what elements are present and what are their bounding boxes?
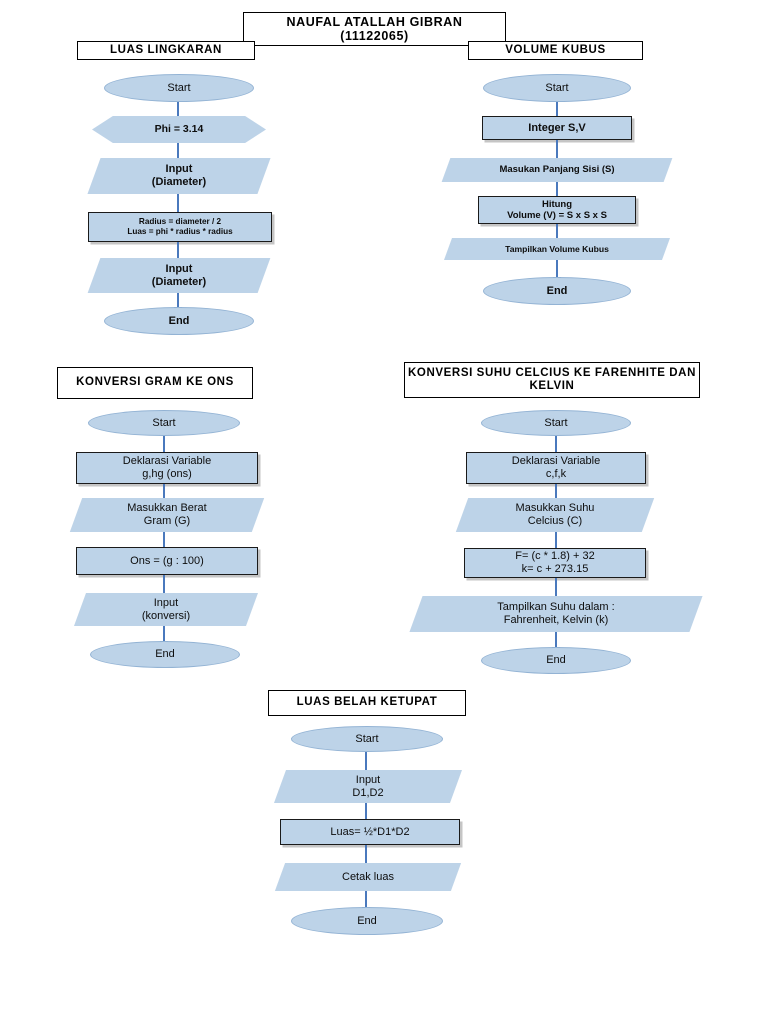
connector [163,532,166,547]
node-process-radius-luas: Radius = diameter / 2 Luas = phi * radiu… [88,212,272,242]
connector [555,436,558,452]
node-formula-fahrenheit-kelvin: F= (c * 1.8) + 32 k= c + 273.15 [464,548,646,578]
node-end-volume-kubus: End [483,277,631,305]
node-tampilkan-suhu: Tampilkan Suhu dalam : Fahrenheit, Kelvi… [416,596,696,632]
connector [556,140,559,158]
flowchart-title-konversi-suhu: KONVERSI SUHU CELCIUS KE FARENHITE DAN K… [404,362,700,398]
connector [177,143,180,158]
node-label: Start [544,416,568,429]
node-label: Deklarasi Variable c,f,k [511,455,601,480]
connector [365,803,368,819]
connector [556,260,559,277]
node-label: End [155,648,175,661]
node-label: Input D1,D2 [352,773,384,799]
connector [163,626,166,641]
connector [177,293,180,307]
node-input-diameter-2: Input (Diameter) [94,258,264,293]
node-ons-formula: Ons = (g : 100) [76,547,258,575]
node-label: Start [167,81,191,94]
node-input-konversi: Input (konversi) [80,593,252,626]
node-luas-formula: Luas= ½*D1*D2 [280,819,460,845]
node-label: Masukkan Suhu Celcius (C) [515,502,595,527]
flowchart-title-luas-belah-ketupat: LUAS BELAH KETUPAT [268,690,466,716]
node-start-konversi-gram: Start [88,410,240,436]
node-label: Input (Diameter) [151,163,207,188]
student-header-plate: NAUFAL ATALLAH GIBRAN (11122065) [243,12,506,46]
node-label: Phi = 3.14 [154,123,204,136]
node-label: Integer S,V [528,121,586,134]
node-start-belah-ketupat: Start [291,726,443,752]
node-label: Hitung Volume (V) = S x S x S [507,198,607,221]
node-label: End [168,314,190,327]
node-cetak-luas: Cetak luas [280,863,456,891]
connector [177,194,180,212]
node-end-konversi-suhu: End [481,647,631,674]
connector [556,224,559,238]
node-label: Tampilkan Volume Kubus [505,243,609,254]
node-start-konversi-suhu: Start [481,410,631,436]
node-label: Tampilkan Suhu dalam : Fahrenheit, Kelvi… [497,601,615,626]
node-masukkan-berat-gram: Masukkan Berat Gram (G) [76,498,258,532]
connector [163,575,166,593]
node-label: Start [152,416,176,429]
connector [555,578,558,596]
connector [365,845,368,863]
connector [555,632,558,647]
node-label: Masukan Panjang Sisi (S) [499,164,615,176]
node-label: Masukkan Berat Gram (G) [127,502,207,527]
node-end-luas-lingkaran: End [104,307,254,335]
node-deklarasi-variable-suhu: Deklarasi Variable c,f,k [466,452,646,484]
node-hitung-volume: Hitung Volume (V) = S x S x S [478,196,636,224]
node-label: Deklarasi Variable g,hg (ons) [122,455,212,480]
flowchart-title-volume-kubus: VOLUME KUBUS [468,41,643,60]
node-masukan-panjang-sisi: Masukan Panjang Sisi (S) [446,158,668,182]
connector [177,242,180,258]
node-label: Cetak luas [342,870,394,883]
node-start-volume-kubus: Start [483,74,631,102]
node-label: End [546,284,568,297]
connector [365,891,368,907]
node-start-luas-lingkaran: Start [104,74,254,102]
node-label: Start [545,81,569,94]
node-label: Input (Diameter) [151,262,207,288]
node-input-d1-d2: Input D1,D2 [280,770,456,803]
node-label: Ons = (g : 100) [130,554,204,567]
node-deklarasi-variable-gram: Deklarasi Variable g,hg (ons) [76,452,258,484]
node-input-diameter-1: Input (Diameter) [94,158,264,194]
connector [556,102,559,116]
node-phi-luas-lingkaran: Phi = 3.14 [92,116,266,143]
node-label: F= (c * 1.8) + 32 k= c + 273.15 [515,550,595,575]
connector [365,752,368,770]
node-tampilkan-volume-kubus: Tampilkan Volume Kubus [448,238,666,260]
student-name: NAUFAL ATALLAH GIBRAN [286,14,463,29]
node-label: Start [355,732,379,745]
node-end-konversi-gram: End [90,641,240,668]
flowchart-title-konversi-gram: KONVERSI GRAM KE ONS [57,367,253,399]
node-label: Radius = diameter / 2 Luas = phi * radiu… [127,217,233,236]
connector [555,484,558,498]
flowchart-title-luas-lingkaran: LUAS LINGKARAN [77,41,255,60]
node-end-belah-ketupat: End [291,907,443,935]
node-masukkan-suhu-celcius: Masukkan Suhu Celcius (C) [462,498,648,532]
student-id: (11122065) [340,29,409,43]
connector [163,436,166,452]
node-label: Luas= ½*D1*D2 [330,825,410,838]
connector [177,102,180,116]
node-label: End [357,914,377,927]
node-integer-sv: Integer S,V [482,116,632,140]
node-label: Input (konversi) [141,596,191,622]
node-label: End [546,654,566,667]
connector [163,484,166,498]
connector [555,532,558,548]
connector [556,182,559,196]
